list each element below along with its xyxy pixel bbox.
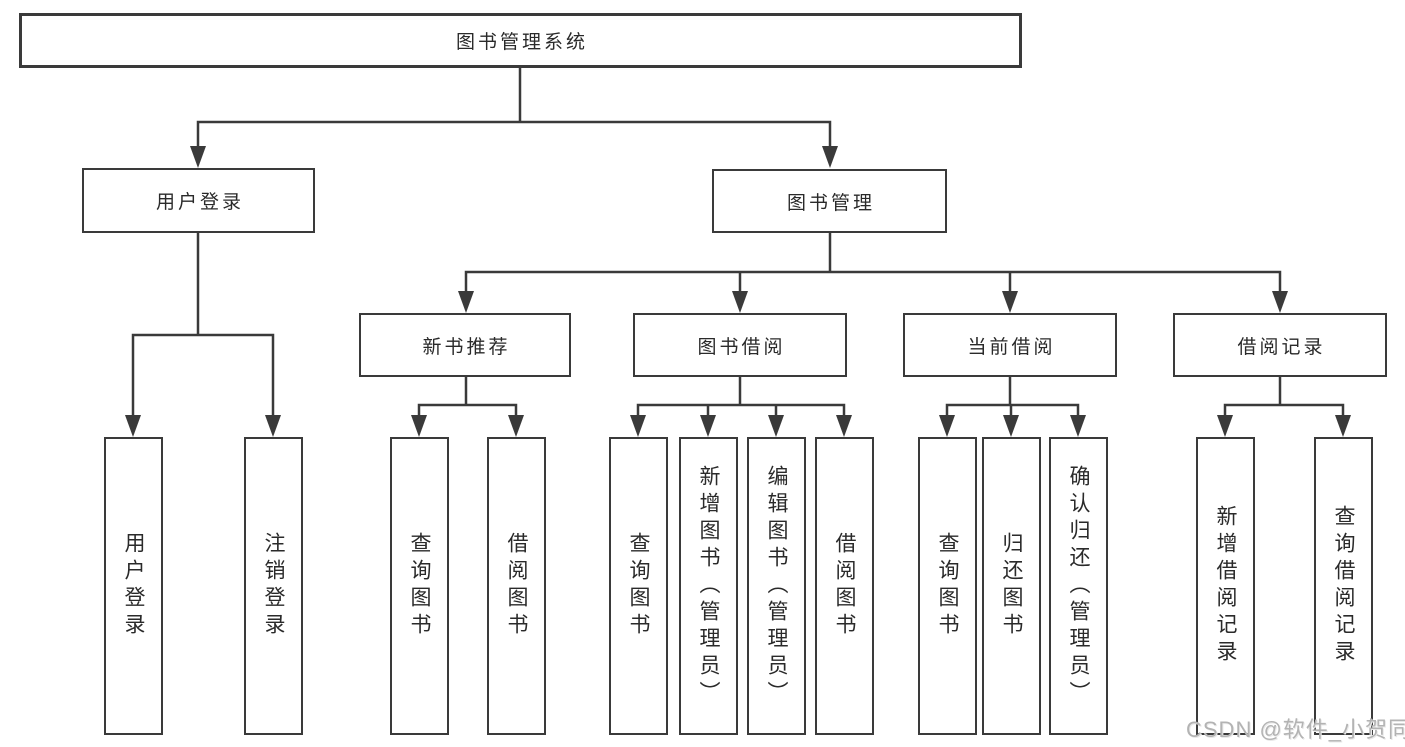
leaf-query-borrow-record: 查询借阅记录 bbox=[1314, 437, 1373, 735]
node-root-system-label: 图书管理系统 bbox=[455, 32, 588, 53]
node-book-borrowing: 图书借阅 bbox=[633, 313, 847, 377]
node-root-system: 图书管理系统 bbox=[19, 13, 1022, 68]
node-borrow-records: 借阅记录 bbox=[1173, 313, 1387, 377]
connector-book-borrow-branch bbox=[636, 377, 846, 419]
connector-book-mgmt-branch bbox=[464, 233, 1282, 295]
leaf-logout: 注销登录 bbox=[244, 437, 303, 735]
leaf-borrow-books: 借阅图书 bbox=[815, 437, 874, 735]
leaf-add-borrow-record-label: 新增借阅记录 bbox=[1214, 505, 1238, 667]
node-user-login-label: 用户登录 bbox=[155, 192, 244, 213]
leaf-query-books-recommend-label: 查询图书 bbox=[408, 532, 432, 640]
leaf-borrow-books-recommend: 借阅图书 bbox=[487, 437, 546, 735]
leaf-logout-label: 注销登录 bbox=[262, 532, 286, 640]
connector-new-book-rec-branch bbox=[417, 377, 518, 419]
leaf-query-borrow-record-label: 查询借阅记录 bbox=[1332, 505, 1356, 667]
leaf-query-books-borrowing: 查询图书 bbox=[609, 437, 668, 735]
connector-root-branch bbox=[196, 68, 832, 150]
node-current-borrowing-label: 当前借阅 bbox=[967, 336, 1056, 358]
leaf-query-books-borrowing-label: 查询图书 bbox=[627, 532, 651, 640]
leaf-confirm-return-admin: 确认归还（管理员） bbox=[1049, 437, 1108, 735]
node-book-management: 图书管理 bbox=[712, 169, 947, 233]
leaf-query-books-current: 查询图书 bbox=[918, 437, 977, 735]
leaf-borrow-books-recommend-label: 借阅图书 bbox=[505, 532, 529, 640]
leaf-query-books-recommend: 查询图书 bbox=[390, 437, 449, 735]
leaf-user-login: 用户登录 bbox=[104, 437, 163, 735]
node-book-borrowing-label: 图书借阅 bbox=[697, 336, 786, 358]
leaf-add-books-admin-label: 新增图书（管理员） bbox=[697, 464, 721, 708]
node-new-book-recommend-label: 新书推荐 bbox=[422, 336, 511, 358]
node-book-management-label: 图书管理 bbox=[786, 192, 875, 214]
connector-current-borrow-branch bbox=[945, 377, 1080, 419]
leaf-return-books-label: 归还图书 bbox=[1000, 532, 1024, 640]
leaf-confirm-return-admin-label: 确认归还（管理员） bbox=[1067, 464, 1091, 708]
node-current-borrowing: 当前借阅 bbox=[903, 313, 1117, 377]
connector-borrow-records-branch bbox=[1223, 377, 1345, 419]
node-new-book-recommend: 新书推荐 bbox=[359, 313, 571, 377]
connector-user-login-branch bbox=[131, 233, 275, 419]
leaf-edit-books-admin: 编辑图书（管理员） bbox=[747, 437, 806, 735]
leaf-add-borrow-record: 新增借阅记录 bbox=[1196, 437, 1255, 735]
leaf-edit-books-admin-label: 编辑图书（管理员） bbox=[765, 464, 789, 708]
leaf-add-books-admin: 新增图书（管理员） bbox=[679, 437, 738, 735]
leaf-user-login-label: 用户登录 bbox=[122, 532, 146, 640]
csdn-watermark: CSDN @软件_小贺同学 bbox=[1186, 717, 1405, 742]
node-user-login: 用户登录 bbox=[82, 168, 315, 233]
leaf-query-books-current-label: 查询图书 bbox=[936, 532, 960, 640]
leaf-return-books: 归还图书 bbox=[982, 437, 1041, 735]
node-borrow-records-label: 借阅记录 bbox=[1237, 336, 1326, 358]
leaf-borrow-books-label: 借阅图书 bbox=[833, 532, 857, 640]
